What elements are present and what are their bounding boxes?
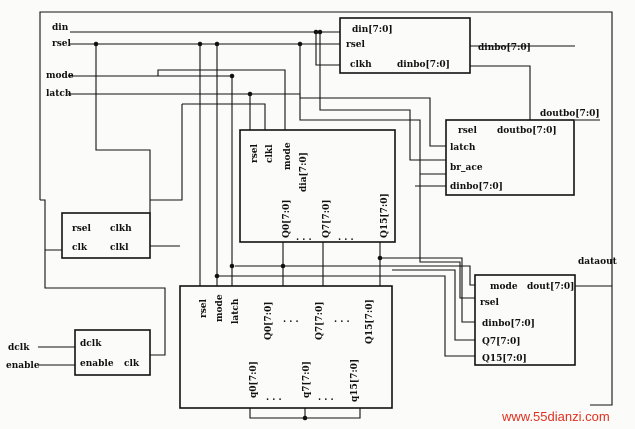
array-bottom-latch: latch	[231, 298, 241, 324]
array-bottom-dots-4: . . .	[318, 393, 334, 403]
out-mux-mode: mode	[490, 282, 518, 292]
rsel-label: rsel	[52, 39, 72, 49]
dclk-label: dclk	[8, 343, 30, 353]
array-top-q7: Q7[7:0]	[322, 200, 332, 238]
doutbo-reg-dinbo: dinbo[7:0]	[450, 182, 503, 192]
array-top-dia: dia[7:0]	[299, 152, 309, 192]
doutbo-reg-rsel: rsel	[458, 126, 478, 136]
doutbo-register-block: rsel doutbo[7:0] latch br_ace dinbo[7:0]	[445, 119, 575, 196]
q7-mux	[392, 269, 475, 341]
clk-split-clkh: clkh	[110, 224, 132, 234]
array-top-dots-1: . . .	[296, 233, 312, 243]
clk-gate-clk: clk	[124, 359, 140, 369]
din-reg-side	[470, 65, 531, 125]
array-bottom-rsel: rsel	[199, 298, 209, 318]
out-mux-q7: Q7[7:0]	[482, 337, 520, 347]
frame-wire	[39, 11, 613, 406]
doutbo-reg-brace: br_ace	[450, 163, 483, 173]
out-mux-dinbo: dinbo[7:0]	[482, 319, 535, 329]
array-bottom-q7: Q7[7:0]	[315, 302, 325, 340]
dinbo-mux	[380, 257, 475, 323]
rsel-drop-3	[299, 44, 475, 299]
doutbo-reg-doutbo: doutbo[7:0]	[497, 126, 557, 136]
din-reg-clkh: clkh	[350, 60, 372, 70]
out-mux-q15: Q15[7:0]	[482, 354, 527, 364]
clk-gate-block: dclk enable clk	[74, 329, 151, 376]
array-top-mode: mode	[283, 142, 293, 170]
array-bottom-lq15: q15[7:0]	[350, 359, 360, 402]
clk-wire-2	[40, 199, 46, 250]
q15-mux	[215, 275, 475, 357]
clk-gate-enable: enable	[80, 359, 114, 369]
junctions	[93, 29, 383, 421]
array-top-q15: Q15[7:0]	[380, 193, 390, 238]
watermark: www.55dianzi.com	[501, 409, 610, 424]
din-label: din	[52, 23, 69, 33]
array-bottom-mode: mode	[215, 294, 225, 322]
din-reg-dinbo: dinbo[7:0]	[397, 60, 450, 70]
array-top-rsel: rsel	[250, 143, 260, 163]
clkh-up	[150, 104, 183, 201]
out-mux-dout: dout[7:0]	[527, 282, 574, 292]
din-to-reg	[315, 32, 340, 66]
clk-wire	[44, 249, 166, 356]
doutbo-reg-latch: latch	[450, 143, 476, 153]
dinbo-output-label: dinbo[7:0]	[478, 43, 531, 53]
clkh-wire	[319, 32, 446, 161]
array-bottom-dots-1: . . .	[283, 315, 299, 325]
output-mux-block: mode dout[7:0] rsel dinbo[7:0] Q7[7:0] Q…	[474, 274, 576, 366]
dataout-output-label: dataout	[578, 257, 618, 267]
mode-label: mode	[46, 71, 74, 81]
wires	[38, 11, 613, 419]
clk-gate-dclk: dclk	[80, 339, 102, 349]
din-reg-din: din[7:0]	[352, 25, 393, 35]
mode-top	[157, 69, 286, 130]
latch-to-doutbo	[250, 93, 446, 147]
latch-label: latch	[46, 89, 72, 99]
clk-split-clk: clk	[72, 243, 88, 253]
out-mux-rsel: rsel	[480, 298, 500, 308]
mode-mux	[235, 265, 475, 286]
array-bottom-dots-2: . . .	[334, 315, 350, 325]
array-bottom-dots-3: . . .	[266, 393, 282, 403]
clk-split-rsel: rsel	[72, 224, 92, 234]
array-top-block: rsel clkl mode dia[7:0] Q0[7:0] Q7[7:0] …	[239, 129, 396, 243]
array-top-q0: Q0[7:0]	[282, 200, 292, 238]
rsel-drop-1	[95, 44, 151, 229]
doutbo-output-label: doutbo[7:0]	[540, 109, 600, 119]
array-bottom-q0: Q0[7:0]	[264, 302, 274, 340]
array-bottom-q15: Q15[7:0]	[365, 299, 375, 344]
array-bottom-block: rsel mode latch Q0[7:0] Q7[7:0] Q15[7:0]…	[179, 285, 393, 409]
array-bottom-lq0: q0[7:0]	[249, 361, 259, 398]
clkl-in	[182, 103, 266, 130]
array-bottom-lq7: q7[7:0]	[302, 361, 312, 398]
enable-label: enable	[6, 361, 40, 371]
din-reg-rsel: rsel	[346, 40, 366, 50]
clk-split-clkl: clkl	[110, 243, 129, 253]
array-top-clkl: clkl	[265, 144, 275, 163]
array-top-dots-2: . . .	[338, 233, 354, 243]
din-register-block: din[7:0] rsel clkh dinbo[7:0]	[339, 17, 471, 74]
clk-split-block: rsel clkh clk clkl	[61, 212, 151, 259]
